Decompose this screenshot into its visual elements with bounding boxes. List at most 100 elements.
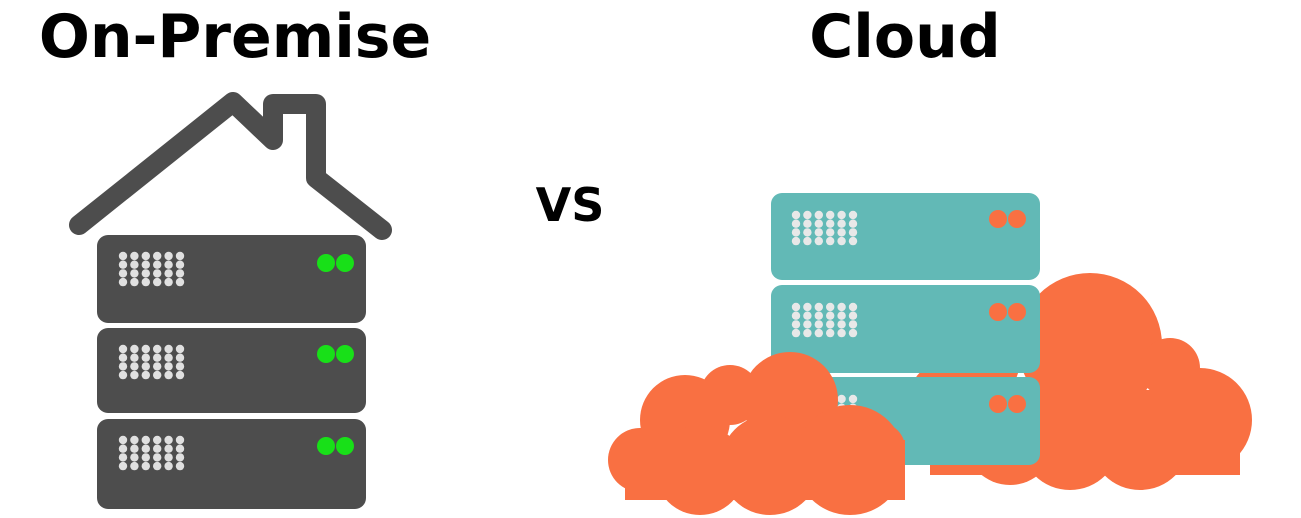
vent-grid-icon [118, 435, 185, 471]
vent-dot [175, 370, 185, 380]
vent-dot [164, 269, 173, 278]
vent-dot [826, 236, 835, 246]
vent-dot [141, 344, 150, 354]
vent-dot [153, 370, 162, 380]
onpremise-server-unit [97, 328, 366, 413]
vent-dot [118, 353, 128, 362]
vent-dot [848, 320, 858, 329]
vent-dot [153, 353, 162, 362]
vent-dot [153, 362, 162, 371]
vent-dot [837, 236, 846, 246]
vent-grid-icon [118, 251, 185, 287]
status-light-icon [989, 303, 1007, 321]
vent-dot [803, 320, 812, 329]
vent-dot [848, 210, 858, 220]
vent-dot [130, 269, 139, 278]
vent-dot [130, 461, 139, 471]
vent-dot [814, 328, 823, 338]
vent-dot [814, 302, 823, 312]
vent-dot [837, 328, 846, 338]
vent-dot [791, 210, 801, 220]
house-roof-icon [69, 92, 392, 240]
vent-dot [803, 302, 812, 312]
vent-dot [130, 277, 139, 287]
cloud-illustration [608, 193, 1252, 515]
vent-dot [118, 435, 128, 445]
vent-dot [153, 461, 162, 471]
vent-dot [141, 269, 150, 278]
vent-dot [791, 311, 801, 320]
vent-dot [837, 320, 846, 329]
vent-dot [814, 219, 823, 228]
vent-dot [803, 311, 812, 320]
vent-dot [791, 219, 801, 228]
vent-dot [837, 311, 846, 320]
vent-dot [803, 328, 812, 338]
vs-label: VS [535, 178, 605, 232]
vent-dot [175, 269, 185, 278]
vent-dot [118, 251, 128, 261]
vent-dot [175, 353, 185, 362]
vent-dot [175, 435, 185, 445]
vent-dot [803, 219, 812, 228]
vent-dot [141, 353, 150, 362]
vent-dot [791, 320, 801, 329]
vent-dot [153, 435, 162, 445]
cloud-title: Cloud [809, 2, 1001, 72]
vent-dot [826, 210, 835, 220]
vent-dot [130, 251, 139, 261]
status-light-icon [1008, 210, 1026, 228]
status-light-icon [317, 254, 335, 272]
vent-dot [141, 251, 150, 261]
vent-dot [130, 370, 139, 380]
vent-dot [118, 344, 128, 354]
vent-grid-icon [791, 210, 858, 246]
vent-grid-icon [791, 302, 858, 338]
vent-grid-icon [118, 344, 185, 380]
vent-dot [814, 236, 823, 246]
status-light-icon [989, 395, 1007, 413]
vent-dot [130, 444, 139, 453]
onpremise-server-unit [97, 235, 366, 323]
vent-dot [803, 228, 812, 237]
vent-dot [153, 269, 162, 278]
vent-dot [826, 311, 835, 320]
onpremise-title: On-Premise [38, 2, 432, 72]
vent-dot [175, 277, 185, 287]
vent-dot [791, 228, 801, 237]
vent-dot [130, 353, 139, 362]
vent-dot [153, 453, 162, 462]
vent-dot [175, 251, 185, 261]
vent-dot [164, 461, 173, 471]
vent-dot [164, 277, 173, 287]
vent-dot [141, 444, 150, 453]
vent-dot [141, 461, 150, 471]
vent-dot [141, 370, 150, 380]
vent-dot [837, 302, 846, 312]
vent-dot [837, 228, 846, 237]
vent-dot [814, 210, 823, 220]
vent-dot [826, 228, 835, 237]
vent-dot [130, 344, 139, 354]
vent-dot [848, 228, 858, 237]
vent-dot [153, 444, 162, 453]
vent-dot [141, 277, 150, 287]
vent-dot [118, 370, 128, 380]
onpremise-illustration [69, 92, 392, 509]
vent-dot [118, 461, 128, 471]
vent-dot [826, 219, 835, 228]
vent-dot [803, 236, 812, 246]
vent-dot [791, 328, 801, 338]
vent-dot [803, 210, 812, 220]
vent-dot [130, 453, 139, 462]
vent-dot [848, 394, 858, 404]
vent-dot [118, 269, 128, 278]
status-light-icon [1008, 395, 1026, 413]
vent-dot [141, 435, 150, 445]
vent-dot [164, 260, 173, 269]
vent-dot [164, 444, 173, 453]
vent-dot [118, 362, 128, 371]
vent-dot [118, 444, 128, 453]
cloud-server-unit [771, 193, 1040, 280]
vent-dot [164, 435, 173, 445]
